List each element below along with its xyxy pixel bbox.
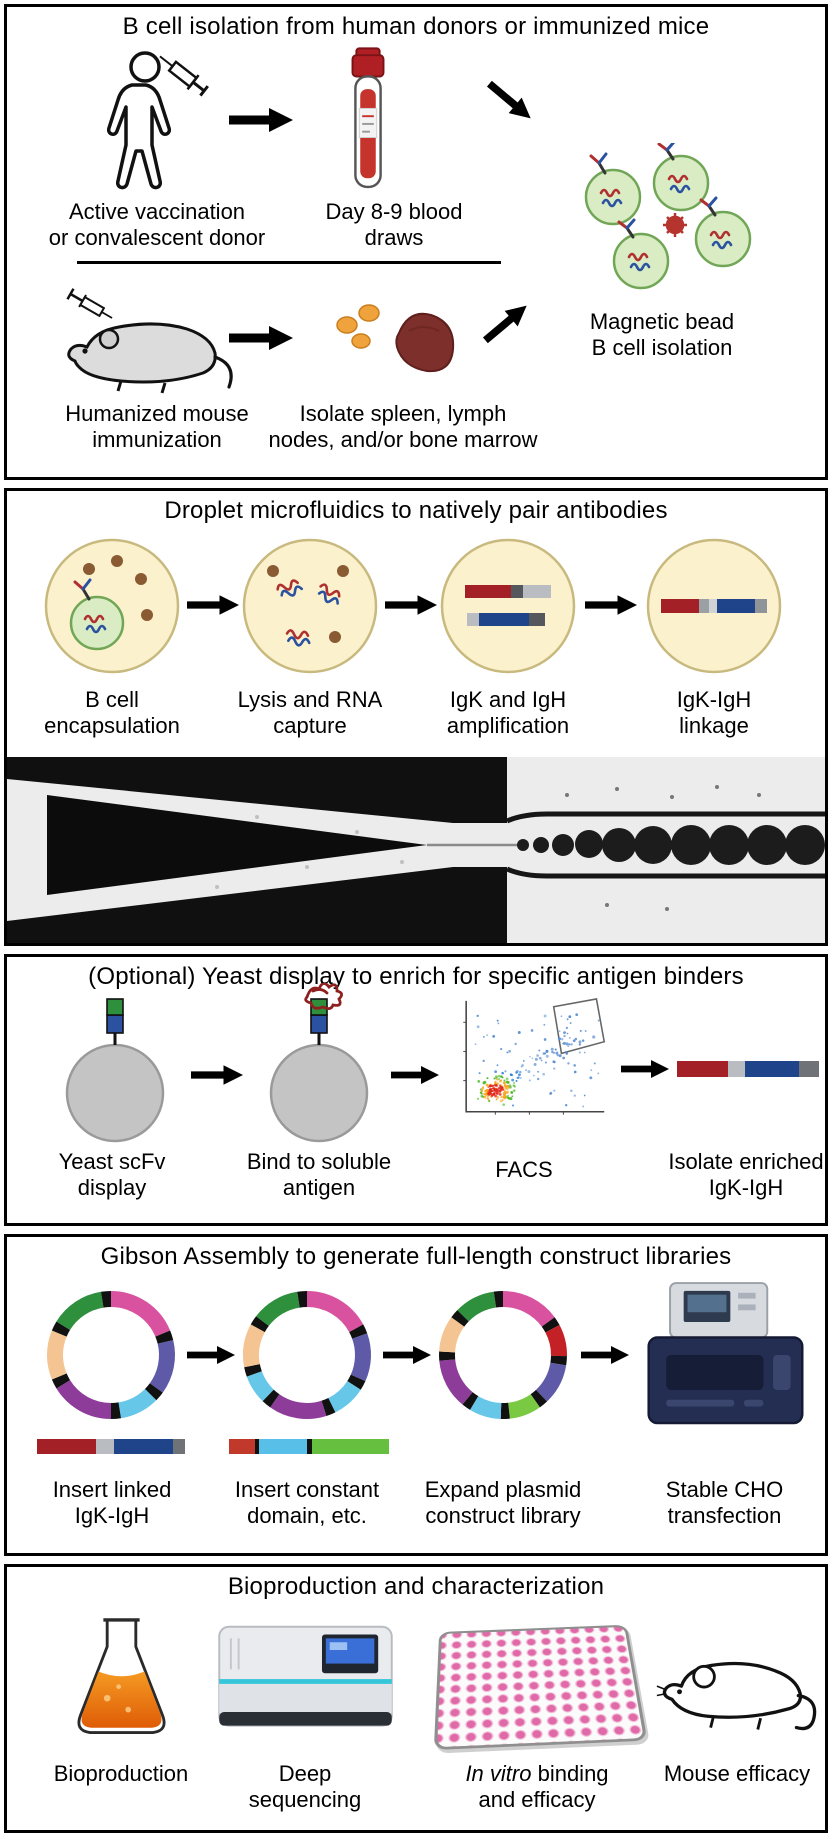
label-blood-draws: Day 8-9 blood draws (325, 199, 463, 250)
vaccinated-human-icon (106, 51, 209, 190)
plasmid-icon (47, 1291, 175, 1419)
panel1-title: B cell isolation from human donors or im… (122, 13, 710, 40)
label-bind-antigen: Bind to soluble antigen (246, 1149, 392, 1200)
linked-igk-igh-bar (661, 599, 767, 613)
arrow-icon (621, 1060, 669, 1078)
lymph-node-icon (336, 316, 358, 334)
label-linkage: IgK-IgH linkage (676, 687, 752, 738)
arrow-icon (486, 80, 531, 119)
panel5-title: Bioproduction and characterization (227, 1573, 605, 1600)
magnetic-bead-icon (663, 213, 687, 237)
droplet-linkage-icon (646, 538, 782, 674)
label-insert-constant: Insert constant domain, etc. (234, 1477, 380, 1528)
blood-tube-icon (351, 47, 385, 189)
label-invitro: In vitro binding and efficacy (465, 1761, 609, 1812)
panel-droplet-microfluidics: Droplet microfluidics to natively pair a… (4, 488, 828, 946)
label-mouse-immunization: Humanized mouse immunization (65, 401, 249, 452)
droplet-encapsulation-icon (44, 538, 180, 674)
panel-yeast-display: (Optional) Yeast display to enrich for s… (4, 954, 828, 1226)
panel-bioproduction: Bioproduction and characterization (4, 1564, 828, 1833)
antigen-icon (304, 983, 343, 1010)
label-mouse-efficacy: Mouse efficacy (663, 1761, 811, 1786)
arrow-icon (383, 1346, 431, 1364)
label-human: Active vaccination or convalescent donor (48, 199, 266, 250)
arrow-icon (581, 1346, 629, 1364)
panel2-title: Droplet microfluidics to natively pair a… (164, 497, 668, 524)
label-deep-sequencing: Deep sequencing (248, 1761, 362, 1812)
sequencer-icon (218, 1625, 393, 1727)
b-cell-icon (584, 152, 642, 226)
well-plate-icon (433, 1624, 648, 1751)
facs-plot (463, 998, 607, 1116)
b-cell-icon (694, 196, 752, 268)
label-cho-transfection: Stable CHO transfection (665, 1477, 784, 1528)
plasmid-icon (439, 1290, 567, 1419)
arrow-icon (391, 1066, 439, 1084)
mouse-efficacy-icon (656, 1661, 817, 1731)
arrow-icon (229, 108, 293, 132)
b-cell-icon (612, 218, 670, 290)
lymph-node-icon (358, 304, 380, 322)
spleen-lymph-icon (336, 304, 455, 373)
igh-amplicon-bar (467, 613, 545, 626)
droplet-lysis-icon (242, 538, 378, 674)
label-isolate-enriched: Isolate enriched IgK-IgH (668, 1149, 824, 1200)
linked-igk-igh-bar (37, 1439, 185, 1454)
panel3-title: (Optional) Yeast display to enrich for s… (88, 963, 744, 990)
arrow-icon (187, 595, 239, 615)
enriched-igk-igh-bar (677, 1061, 819, 1077)
label-lysis: Lysis and RNA capture (237, 687, 383, 738)
flask-icon (77, 1618, 166, 1734)
spleen-icon (395, 312, 455, 373)
label-organs: Isolate spleen, lymph nodes, and/or bone… (268, 401, 538, 452)
arrow-icon (187, 1346, 235, 1364)
constant-domain-bar (229, 1439, 389, 1454)
droplet-amplification-icon (440, 538, 576, 674)
panel-bcell-isolation: B cell isolation from human donors or im… (4, 4, 828, 480)
label-magnetic-bead: Magnetic bead B cell isolation (589, 309, 735, 360)
syringe-icon (66, 288, 113, 319)
bcell-cluster-icon (584, 143, 752, 290)
label-amplification: IgK and IgH amplification (446, 687, 570, 738)
divider-line (77, 261, 501, 264)
arrow-icon (229, 326, 293, 350)
label-bioproduction: Bioproduction (53, 1761, 189, 1786)
label-insert-linked: Insert linked IgK-IgH (52, 1477, 172, 1528)
immunized-mouse-icon (66, 288, 233, 394)
label-yeast-display: Yeast scFv display (58, 1149, 166, 1200)
panel-gibson-assembly: Gibson Assembly to generate full-length … (4, 1234, 828, 1556)
lymph-node-icon (351, 333, 371, 349)
plasmid-icon (243, 1291, 371, 1419)
arrow-icon (585, 595, 637, 615)
label-facs: FACS (495, 1157, 553, 1182)
yeast-antigen-icon (269, 983, 369, 1143)
droplet-micrograph (7, 757, 825, 943)
b-cell-icon (652, 143, 710, 212)
arrow-icon (482, 305, 527, 344)
label-expand-library: Expand plasmid construct library (424, 1477, 582, 1528)
arrow-icon (385, 595, 437, 615)
arrow-icon (191, 1065, 243, 1085)
transfection-machine-icon (647, 1282, 804, 1425)
igk-amplicon-bar (465, 585, 551, 598)
panel4-title: Gibson Assembly to generate full-length … (100, 1243, 732, 1270)
yeast-scfv-icon (65, 998, 165, 1143)
label-encapsulation: B cell encapsulation (44, 687, 180, 738)
syringe-icon (159, 55, 209, 97)
